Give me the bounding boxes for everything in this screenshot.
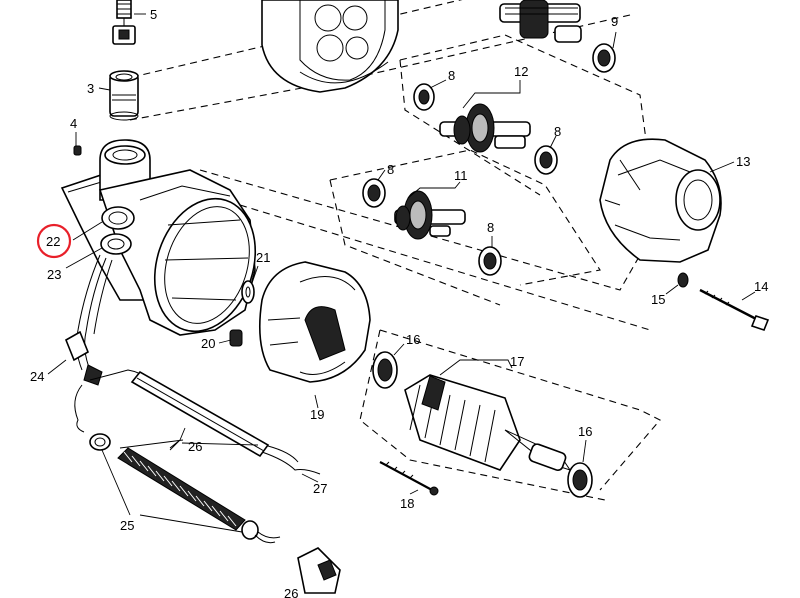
callout-partial: 26 <box>284 586 298 598</box>
brush-cap-3 <box>109 70 139 121</box>
screw-20 <box>229 329 243 347</box>
motor-housing <box>60 139 257 336</box>
callout-26: 26 <box>188 439 202 454</box>
callout-14: 14 <box>754 279 768 294</box>
callout-8a: 8 <box>448 68 455 83</box>
bushing-25 <box>89 433 111 451</box>
callout-16a: 16 <box>406 332 420 347</box>
callout-25: 25 <box>120 518 134 533</box>
connector-bottom <box>297 547 341 594</box>
callout-5: 5 <box>150 7 157 22</box>
bearing-9 <box>592 43 616 73</box>
callout-4: 4 <box>70 116 77 131</box>
gear-housing-13 <box>599 138 722 263</box>
gear-case <box>261 0 399 93</box>
callout-12: 12 <box>514 64 528 79</box>
gear-11 <box>394 190 466 240</box>
callout-8b: 8 <box>554 124 561 139</box>
field-coil-19 <box>258 261 371 383</box>
callout-labels: 5 9 3 8 12 4 8 13 8 11 22 8 23 21 15 14 … <box>30 7 768 598</box>
armature-17 <box>404 374 572 472</box>
callout-13: 13 <box>736 154 750 169</box>
leader-lines <box>47 13 756 533</box>
gear-12 <box>439 103 531 153</box>
callout-16b: 16 <box>578 424 592 439</box>
bearing-16-right <box>567 462 593 498</box>
bearing-8-left <box>362 178 386 208</box>
bolt-14 <box>699 288 770 331</box>
spindle-gear <box>499 0 582 43</box>
callout-9: 9 <box>611 14 618 29</box>
screw-4 <box>73 145 82 156</box>
callout-21: 21 <box>256 250 270 265</box>
spring-25 <box>117 447 246 531</box>
callout-24: 24 <box>30 369 44 384</box>
washer-15 <box>677 272 689 288</box>
callout-18: 18 <box>400 496 414 511</box>
callout-11: 11 <box>454 168 468 183</box>
bearing-8-top <box>413 83 435 111</box>
bearing-8-mid <box>534 145 558 175</box>
callout-27: 27 <box>313 481 327 496</box>
screw-18 <box>379 461 439 496</box>
highlight-ring <box>36 223 72 259</box>
bearing-16-left <box>372 351 398 389</box>
callout-17: 17 <box>510 354 524 369</box>
bracket-21 <box>241 280 255 304</box>
callout-8d: 8 <box>487 220 494 235</box>
cord-clamp-25 <box>241 520 281 544</box>
bearing-8-bottom <box>478 246 502 276</box>
brush-holder-5 <box>112 0 136 45</box>
cord-wiring-24 <box>64 254 151 433</box>
tube-26 <box>130 370 321 475</box>
callout-20: 20 <box>201 336 215 351</box>
callout-3: 3 <box>87 81 94 96</box>
callout-22: 22 <box>46 234 60 249</box>
callout-8c: 8 <box>387 162 394 177</box>
callout-19: 19 <box>310 407 324 422</box>
callout-23: 23 <box>47 267 61 282</box>
callout-15: 15 <box>651 292 665 307</box>
